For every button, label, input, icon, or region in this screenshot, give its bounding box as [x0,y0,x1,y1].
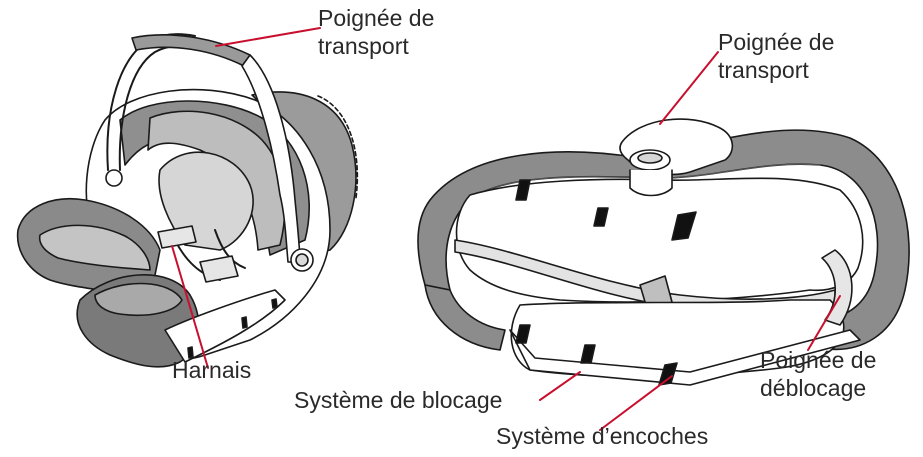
seat-foot-cushion-top [95,284,182,316]
label-notch-system: Système d’encoches [496,422,708,450]
label-locking-system: Système de blocage [294,386,502,414]
label-harness-text: Harnais [172,356,251,384]
infant-car-seat [18,34,358,367]
label-locking-system-text: Système de blocage [294,386,502,414]
handle-pivot-left [106,170,122,186]
label-notch-system-text: Système d’encoches [496,422,708,450]
carry-handle-grip [132,35,250,66]
base-fabric-front [425,285,505,350]
label-release-handle-line1: Poignée de [760,346,876,374]
label-carry-handle-right: Poignée de transport [718,28,834,84]
base-handle-knob-base [630,170,672,196]
leader-locking-system [540,372,580,400]
base-handle-knob-inner [638,153,662,163]
base-notch-2 [242,317,247,328]
label-release-handle: Poignée de déblocage [760,346,876,402]
label-carry-handle-right-line2: transport [718,56,834,84]
label-harness: Harnais [172,356,251,384]
label-carry-handle-left-line1: Poignée de [318,4,434,32]
label-carry-handle-left-line2: transport [318,32,434,60]
label-carry-handle-right-line1: Poignée de [718,28,834,56]
handle-pivot-inner [296,254,308,266]
base-notch-3 [272,299,277,308]
label-carry-handle-left: Poignée de transport [318,4,434,60]
label-release-handle-line2: déblocage [760,374,876,402]
leader-handle-right [660,52,718,124]
leader-handle-left [216,28,320,46]
